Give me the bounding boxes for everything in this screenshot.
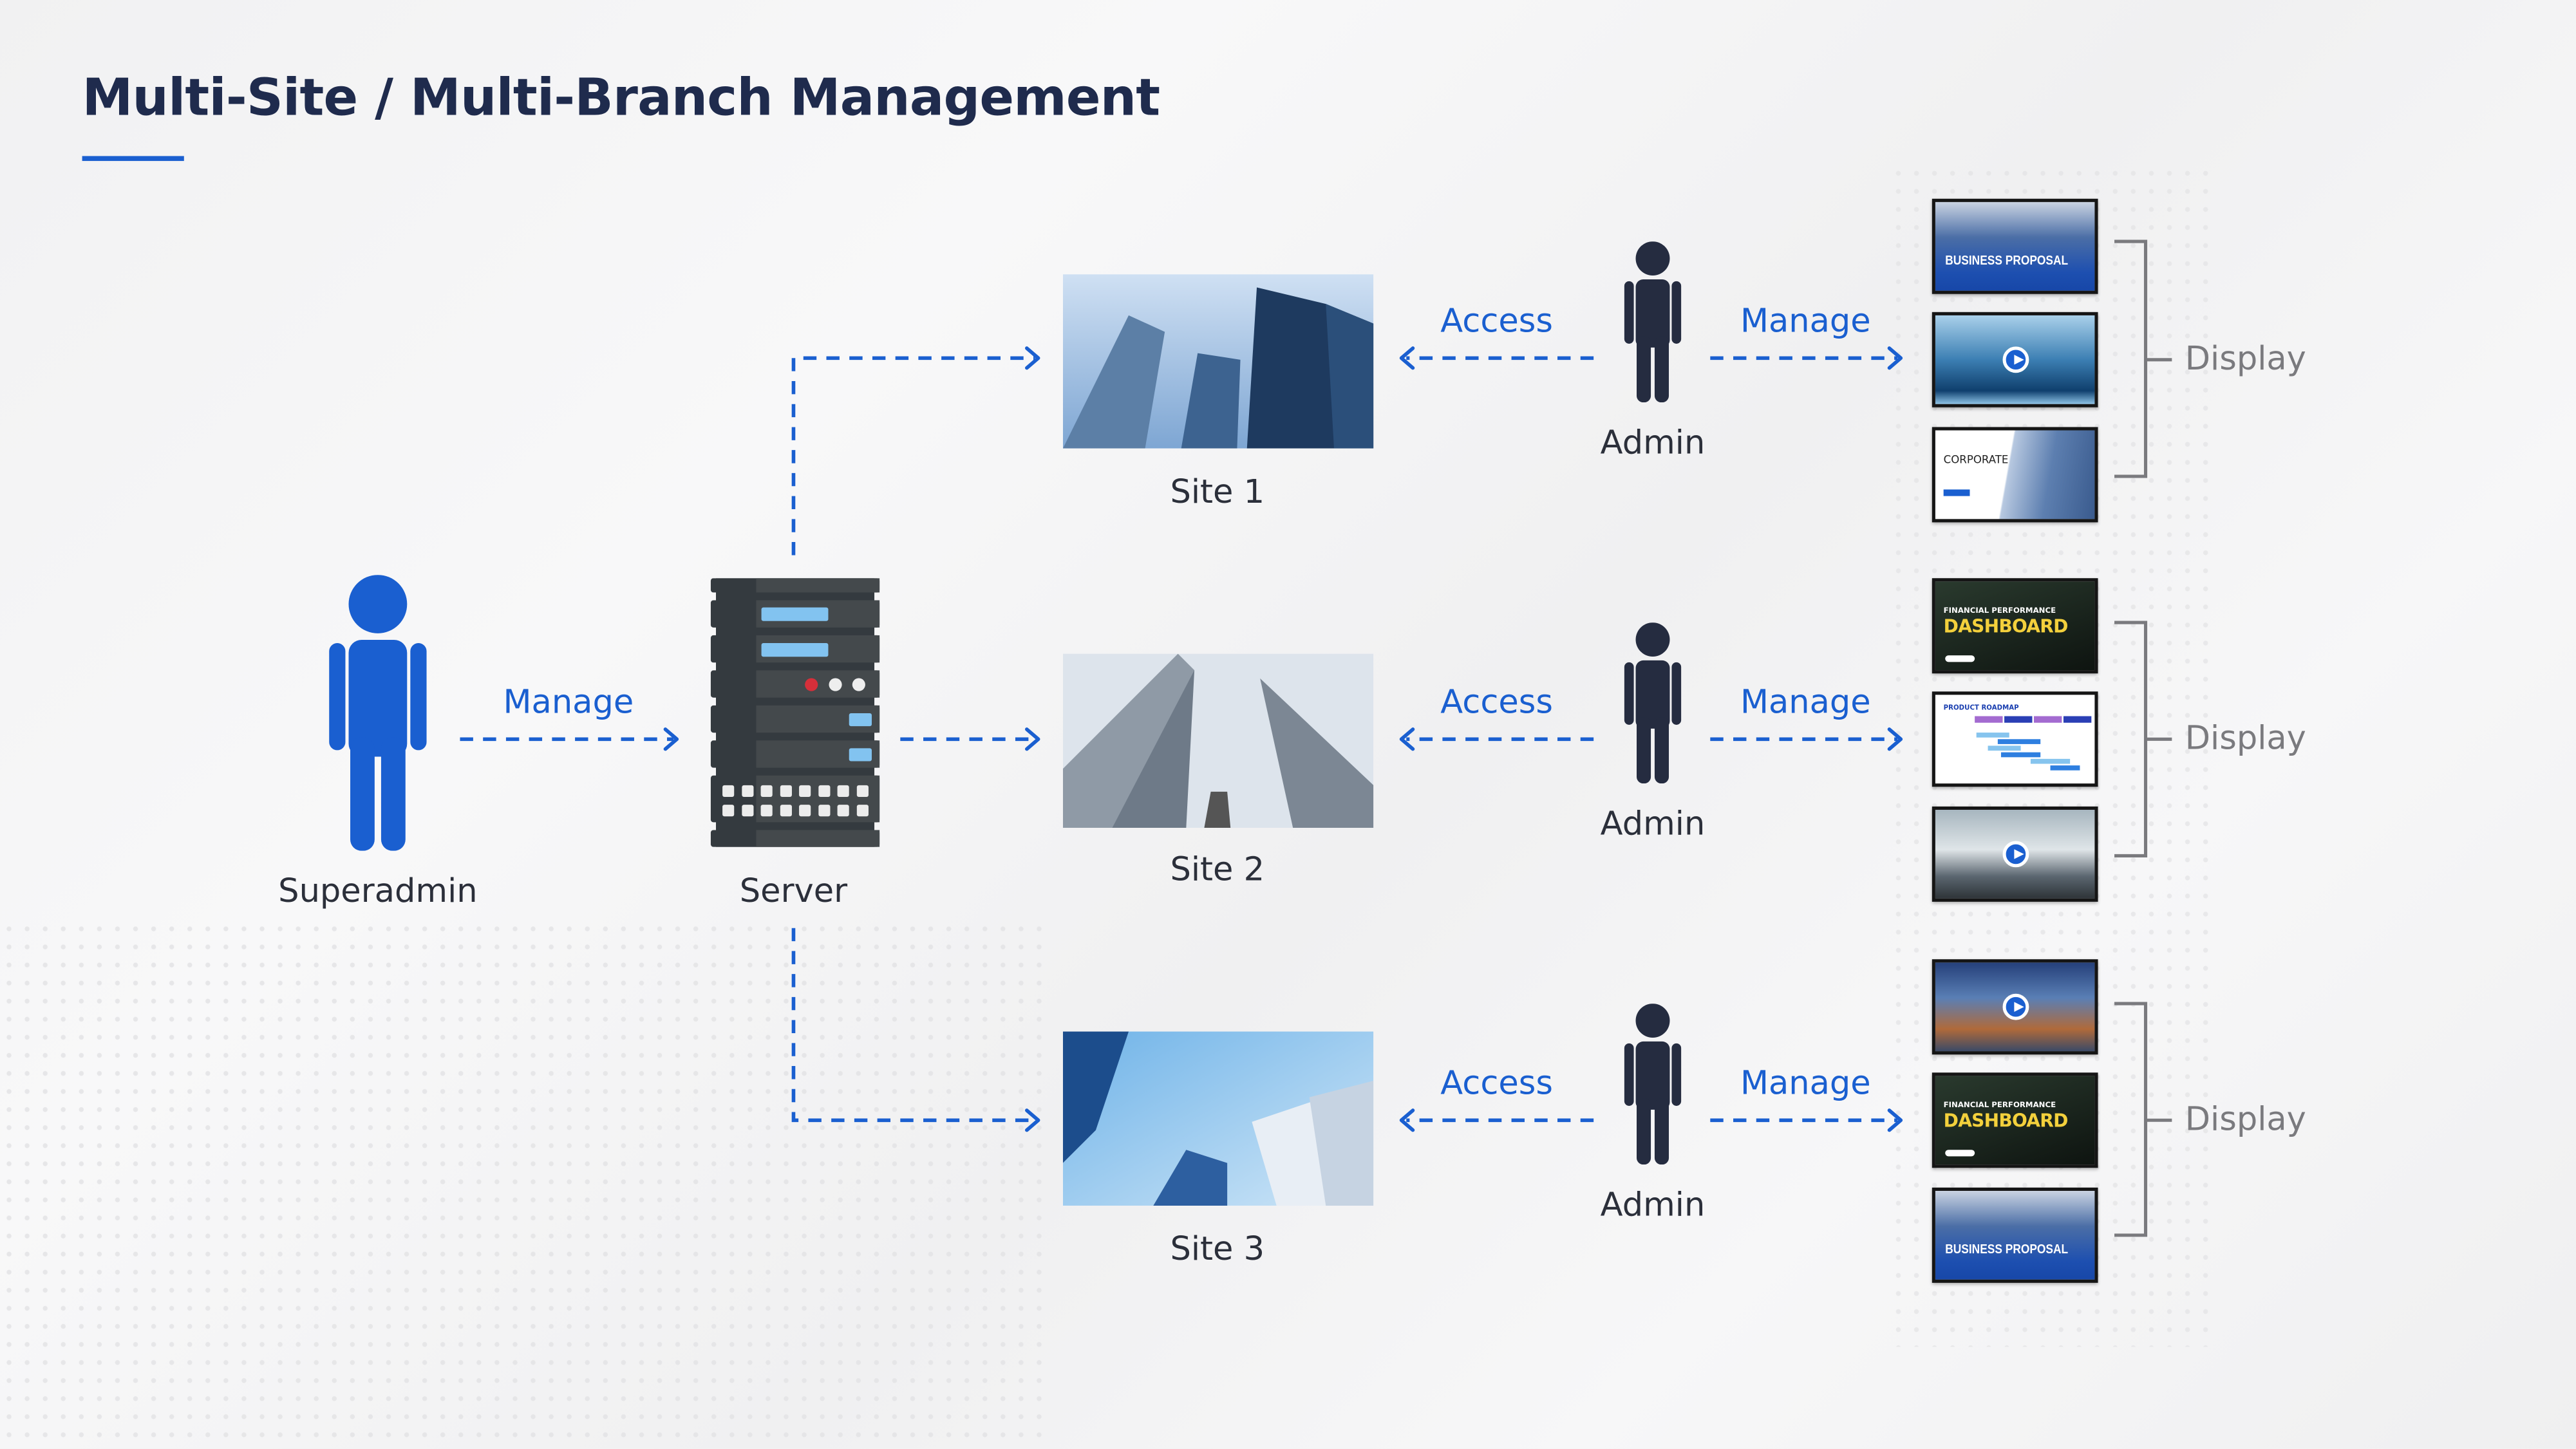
screen-subtitle: FINANCIAL PERFORMANCE bbox=[1943, 1102, 2056, 1110]
dot-pattern bbox=[0, 919, 1052, 1449]
screen-title: DASHBOARD bbox=[1943, 615, 2069, 638]
play-icon bbox=[2002, 993, 2029, 1020]
superadmin-person-icon bbox=[329, 575, 427, 851]
admin-label: Admin bbox=[1600, 422, 1706, 462]
display-screen-corporate: CORPORATE bbox=[1932, 427, 2098, 523]
display-screen-video bbox=[1932, 806, 2098, 902]
display-bracket-3 bbox=[2114, 1002, 2148, 1237]
play-icon bbox=[2002, 841, 2029, 868]
screen-title: CORPORATE bbox=[1943, 453, 2009, 467]
admin-person-icon bbox=[1624, 241, 1682, 403]
title-underline bbox=[82, 156, 184, 162]
access-label: Access bbox=[1440, 300, 1553, 341]
manage-label: Manage bbox=[1740, 300, 1871, 341]
site-3-image bbox=[1062, 1031, 1374, 1206]
site-2-image bbox=[1062, 653, 1374, 828]
screen-title: PRODUCT ROADMAP bbox=[1943, 703, 2019, 711]
server-to-site1-arrow bbox=[791, 356, 1035, 556]
access-label: Access bbox=[1440, 681, 1553, 722]
server-rack-icon bbox=[710, 578, 880, 847]
display-label: Display bbox=[2185, 338, 2306, 378]
display-bracket-1 bbox=[2114, 239, 2148, 478]
screen-title: BUSINESS PROPOSAL bbox=[1945, 252, 2069, 268]
display-screen-video bbox=[1932, 959, 2098, 1055]
manage-label: Manage bbox=[503, 681, 634, 722]
page-title: Multi-Site / Multi-Branch Management bbox=[82, 69, 1161, 129]
access-label: Access bbox=[1440, 1062, 1553, 1103]
display-label: Display bbox=[2185, 718, 2306, 758]
manage-label: Manage bbox=[1740, 1062, 1871, 1103]
display-screen-business-proposal: BUSINESS PROPOSAL bbox=[1932, 1187, 2098, 1283]
screen-title: BUSINESS PROPOSAL bbox=[1945, 1242, 2069, 1257]
admin-label: Admin bbox=[1600, 803, 1706, 843]
site-1-label: Site 1 bbox=[1170, 471, 1265, 511]
screen-title: DASHBOARD bbox=[1943, 1110, 2069, 1132]
server-label: Server bbox=[739, 870, 848, 910]
site-1-image bbox=[1062, 274, 1374, 449]
display-screen-business-proposal: BUSINESS PROPOSAL bbox=[1932, 198, 2098, 294]
screen-subtitle: FINANCIAL PERFORMANCE bbox=[1943, 608, 2056, 616]
server-to-site3-arrow bbox=[791, 928, 1035, 1123]
display-bracket-2 bbox=[2114, 621, 2148, 857]
manage-label: Manage bbox=[1740, 681, 1871, 722]
play-icon bbox=[2002, 346, 2029, 373]
display-screen-roadmap: PRODUCT ROADMAP bbox=[1932, 691, 2098, 787]
admin-person-icon bbox=[1624, 1004, 1682, 1165]
site-2-label: Site 2 bbox=[1170, 849, 1265, 889]
display-screen-video bbox=[1932, 312, 2098, 407]
display-label: Display bbox=[2185, 1099, 2306, 1139]
site-3-label: Site 3 bbox=[1170, 1228, 1265, 1268]
superadmin-label: Superadmin bbox=[278, 870, 478, 910]
admin-person-icon bbox=[1624, 622, 1682, 784]
admin-label: Admin bbox=[1600, 1184, 1706, 1224]
